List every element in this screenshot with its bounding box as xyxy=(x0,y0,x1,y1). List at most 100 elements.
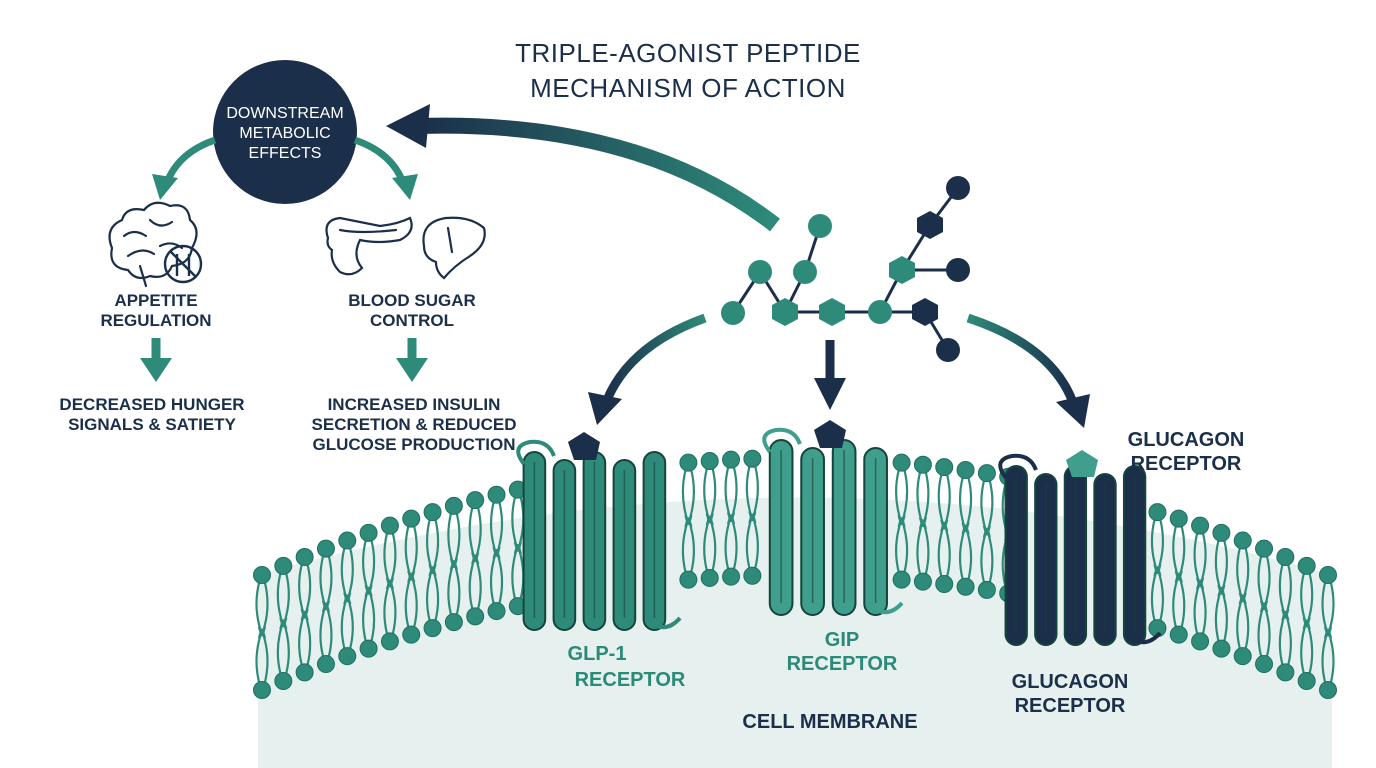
lipid-tail xyxy=(703,468,717,571)
receptor-tail xyxy=(1128,631,1162,645)
lipid-tail xyxy=(724,467,738,569)
lipid-tail xyxy=(895,470,909,572)
lipid-tail xyxy=(276,573,290,674)
lipid-head-outer xyxy=(1233,531,1252,550)
glp1-label-line2: RECEPTOR xyxy=(575,669,686,691)
glucagon-bottom-label-line1: GLUCAGON xyxy=(1012,671,1129,693)
lipid-tail xyxy=(425,519,440,621)
lipid-tail xyxy=(980,480,994,583)
lipid-tail xyxy=(489,502,504,604)
lipid-head-outer xyxy=(679,453,698,472)
lipid-tail xyxy=(681,470,695,572)
lipid-head-inner xyxy=(1276,663,1295,682)
arrow-to-glp1-head xyxy=(588,392,622,425)
lipid-tail xyxy=(1150,519,1165,621)
lipid-head-outer xyxy=(913,455,932,474)
receptor-tail xyxy=(648,616,682,630)
arrow-to-glucagon xyxy=(966,313,1077,402)
lipid-head-outer xyxy=(1276,548,1295,567)
hub-line1: DOWNSTREAM xyxy=(226,105,343,122)
title-line2: MECHANISM OF ACTION xyxy=(530,73,846,103)
lipid-head-inner xyxy=(679,570,698,589)
glp1-receptor xyxy=(516,439,682,631)
lipid-head-inner xyxy=(444,613,463,632)
lipid-head-inner xyxy=(402,625,421,644)
lipid-tail xyxy=(1236,548,1250,649)
lipid-head-outer xyxy=(935,458,954,477)
no-eating-icon xyxy=(163,244,203,284)
arrow-to-gip-head xyxy=(814,378,846,410)
lipid-head-inner xyxy=(1212,639,1231,658)
lipid-tail xyxy=(383,533,397,634)
lipid-head-outer xyxy=(1319,566,1337,584)
lipid-head-inner xyxy=(913,572,932,591)
ligand-glucagon-icon xyxy=(1066,450,1098,477)
lipid-head-outer xyxy=(466,491,485,510)
hub-to-bloodsugar-arrow xyxy=(353,136,406,182)
lipid-tail xyxy=(404,526,418,627)
lipid-bilayer xyxy=(253,449,1337,699)
lipid-head-inner xyxy=(466,607,485,626)
glp1-label-line1: GLP-1 xyxy=(568,643,627,665)
lipid-head-outer xyxy=(956,460,975,479)
lipid-head-outer xyxy=(487,485,506,504)
appetite-down-arrowhead xyxy=(140,358,172,382)
lipid-head-outer xyxy=(1297,556,1316,575)
bloodsugar-result-line2: SECRETION & REDUCED xyxy=(312,415,517,434)
lipid-tail xyxy=(1278,564,1292,665)
lipid-head-outer xyxy=(295,548,314,567)
lipid-head-outer xyxy=(359,523,378,542)
lipid-head-inner xyxy=(743,566,762,585)
peptide-to-effects-arrow xyxy=(419,117,780,232)
gip-label-line2: RECEPTOR xyxy=(787,653,898,675)
lipid-head-inner xyxy=(487,602,506,621)
lipid-tail xyxy=(1214,540,1228,641)
lipid-tail xyxy=(340,548,354,649)
lipid-head-inner xyxy=(722,567,741,586)
appetite-label-line2: REGULATION xyxy=(100,311,211,330)
lipid-head-inner xyxy=(1233,647,1252,666)
bloodsugar-label-line2: CONTROL xyxy=(370,311,454,330)
lipid-head-outer xyxy=(977,464,996,483)
brain-icon xyxy=(108,201,198,288)
lipid-head-inner xyxy=(892,570,911,589)
bloodsugar-down-arrowhead xyxy=(396,358,428,382)
lipid-head-inner xyxy=(1169,625,1188,644)
arrow-to-glucagon-head xyxy=(1056,394,1090,428)
lipid-head-inner xyxy=(359,639,378,658)
title-line1: TRIPLE-AGONIST PEPTIDE xyxy=(515,38,861,68)
peptide-to-effects-arrowhead xyxy=(386,104,430,148)
lipid-head-outer xyxy=(253,566,271,584)
gip-label-line1: GIP xyxy=(825,629,859,651)
appetite-result-line1: DECREASED HUNGER xyxy=(59,395,244,414)
lipid-tail xyxy=(298,564,312,665)
lipid-head-inner xyxy=(1297,671,1316,690)
lipid-tail xyxy=(958,477,973,580)
lipid-head-inner xyxy=(338,647,357,666)
glucagon-receptor xyxy=(998,453,1162,646)
lipid-head-inner xyxy=(956,577,975,596)
lipid-head-outer xyxy=(1255,539,1274,558)
lipid-tail xyxy=(468,507,482,609)
lipid-head-inner xyxy=(1191,632,1210,651)
pancreas-icon xyxy=(325,216,413,276)
lipid-head-inner xyxy=(253,681,271,699)
lipid-head-outer xyxy=(338,531,357,550)
lipid-head-inner xyxy=(935,575,954,594)
bloodsugar-label-line1: BLOOD SUGAR xyxy=(348,291,476,310)
lipid-head-outer xyxy=(316,539,335,558)
gip-receptor xyxy=(762,427,904,616)
receptor-loop xyxy=(516,439,556,466)
hub-line2: METABOLIC xyxy=(239,125,330,142)
lipid-head-inner xyxy=(380,632,399,651)
lipid-tail xyxy=(1321,582,1335,683)
lipid-head-outer xyxy=(1148,503,1167,522)
glucagon-bottom-label-line2: RECEPTOR xyxy=(1015,695,1126,717)
lipid-tail xyxy=(319,556,333,657)
hub-line3: EFFECTS xyxy=(249,145,322,162)
peptide-molecule-icon xyxy=(721,176,970,362)
lipid-head-inner xyxy=(1255,655,1274,674)
lipid-head-inner xyxy=(700,568,719,587)
lipid-head-outer xyxy=(743,449,762,468)
lipid-tail xyxy=(937,474,951,577)
